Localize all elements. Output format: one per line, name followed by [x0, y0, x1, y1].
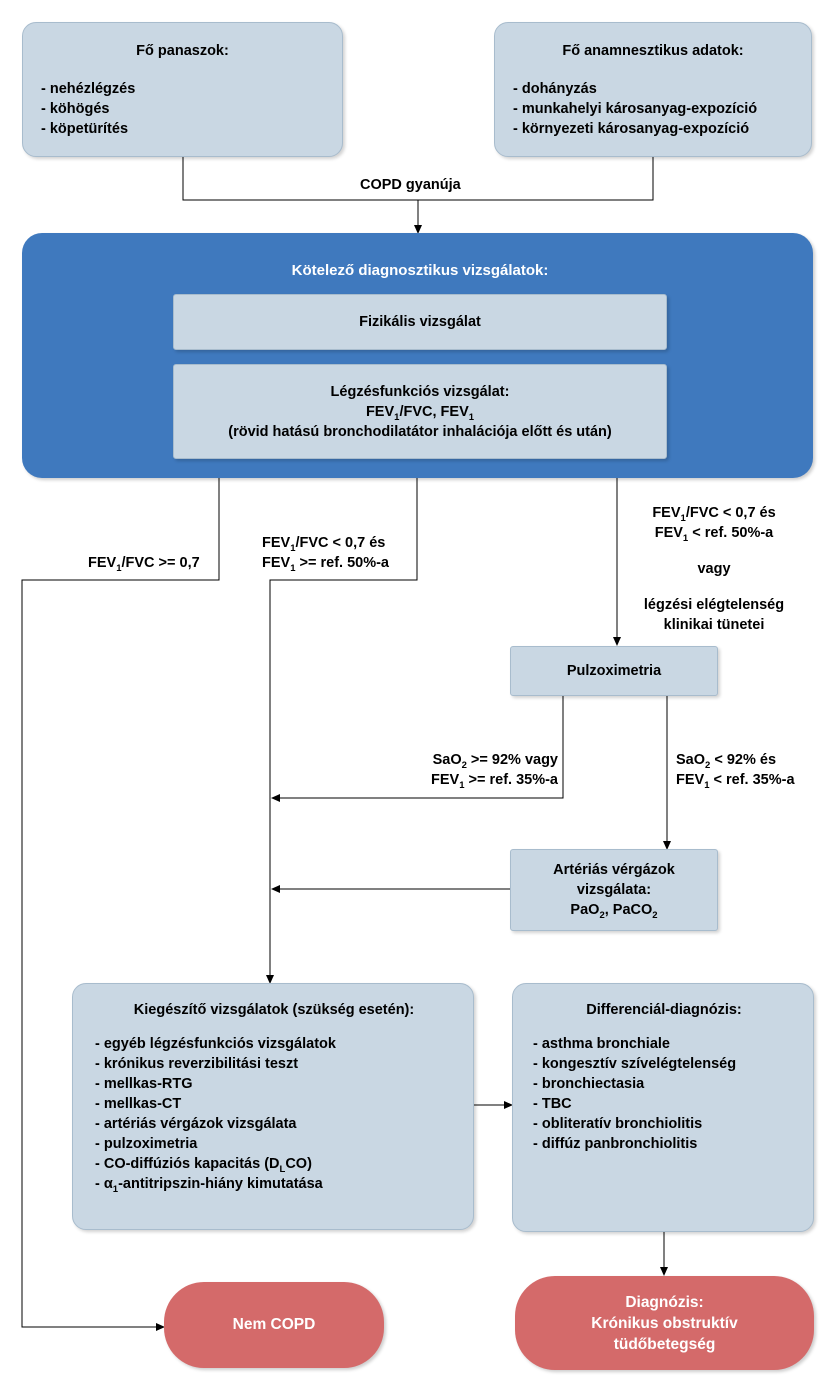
list-item: - köhögés [41, 101, 110, 117]
physical-exam-label: Fizikális vizsgálat [359, 314, 481, 330]
abg-line-2: vizsgálata: [576, 882, 652, 898]
branch-right-label: FEV1/FVC < 0,7 és FEV1 < ref. 50%-a vagy… [643, 505, 785, 633]
list-item: - TBC [533, 1096, 572, 1112]
connector-not-copd [21, 478, 220, 1331]
list-item: - pulzoximetria [95, 1136, 198, 1152]
differential-title: Differenciál-diagnózis: [586, 1002, 742, 1018]
connector-mid-branch [266, 478, 418, 984]
not-copd-terminal: Nem COPD [164, 1282, 384, 1368]
list-item: - artériás vérgázok vizsgálata [95, 1116, 297, 1132]
not-copd-label: Nem COPD [232, 1316, 316, 1333]
list-item: - mellkas-CT [95, 1096, 182, 1112]
list-item: - mellkas-RTG [95, 1076, 193, 1092]
branch-left-label: FEV1/FVC >= 0,7 [88, 555, 200, 574]
supplementary-tests-box: Kiegészítő vizsgálatok (szükség esetén):… [72, 983, 474, 1230]
list-item: - köpetürítés [41, 121, 129, 137]
list-item: - egyéb légzésfunkciós vizsgálatok [95, 1036, 336, 1052]
list-item: - obliteratív bronchiolitis [533, 1116, 703, 1132]
main-complaints-box: Fő panaszok: - nehézlégzés - köhögés - k… [22, 22, 343, 157]
list-item: - munkahelyi károsanyag-expozíció [513, 101, 758, 117]
supplementary-title: Kiegészítő vizsgálatok (szükség esetén): [133, 1002, 415, 1018]
branch-mid-label: FEV1/FVC < 0,7 és FEV1 >= ref. 50%-a [262, 535, 389, 574]
pulse-oximetry-box: Pulzoximetria [510, 646, 718, 696]
physical-exam-box: Fizikális vizsgálat [173, 294, 667, 350]
list-item: - környezeti károsanyag-expozíció [513, 121, 750, 137]
anamnesis-title: Fő anamnesztikus adatok: [562, 43, 744, 59]
list-item: - nehézlégzés [41, 81, 136, 97]
diagnosis-line-3: tüdőbetegség [613, 1335, 716, 1353]
abg-line-1: Artériás vérgázok [553, 862, 675, 878]
anamnesis-list: - dohányzás - munkahelyi károsanyag-expo… [513, 79, 793, 139]
ox-left-label: SaO2 >= 92% vagy FEV1 >= ref. 35%-a [431, 752, 558, 791]
diagnosis-line-1: Diagnózis: [625, 1293, 704, 1311]
list-item: - asthma bronchiale [533, 1036, 670, 1052]
copd-suspicion-label: COPD gyanúja [360, 177, 461, 193]
mandatory-tests-title: Kötelező diagnosztikus vizsgálatok: [291, 262, 549, 279]
arterial-blood-gas-box: Artériás vérgázok vizsgálata: PaO2, PaCO… [510, 849, 718, 931]
abg-values: PaO2, PaCO2 [570, 902, 658, 921]
list-item: - dohányzás [513, 81, 597, 97]
main-complaints-list: - nehézlégzés - köhögés - köpetürítés [41, 79, 324, 139]
list-item: - bronchiectasia [533, 1076, 645, 1092]
spirometry-title: Légzésfunkciós vizsgálat: [330, 383, 510, 400]
list-item: - kongesztív szívelégtelenség [533, 1056, 737, 1072]
pulse-oximetry-label: Pulzoximetria [566, 663, 662, 679]
spirometry-note: (rövid hatású bronchodilatátor inhaláció… [228, 423, 612, 440]
supplementary-list: - egyéb légzésfunkciós vizsgálatok - kró… [95, 1034, 453, 1194]
list-item: - krónikus reverzibilitási teszt [95, 1056, 299, 1072]
diagnosis-line-2: Krónikus obstruktív [591, 1314, 738, 1332]
connector-ox-left [271, 696, 564, 802]
ox-right-label: SaO2 < 92% és FEV1 < ref. 35%-a [676, 752, 795, 791]
differential-diagnosis-box: Differenciál-diagnózis: - asthma bronchi… [512, 983, 814, 1232]
anamnesis-box: Fő anamnesztikus adatok: - dohányzás - m… [494, 22, 812, 157]
differential-list: - asthma bronchiale - kongesztív szívelé… [533, 1034, 795, 1154]
list-item: - α1-antitripszin-hiány kimutatása [95, 1176, 323, 1195]
spirometry-box: Légzésfunkciós vizsgálat: FEV1/FVC, FEV1… [173, 364, 667, 459]
diagnosis-terminal: Diagnózis: Krónikus obstruktív tüdőbeteg… [515, 1276, 814, 1370]
list-item: - diffúz panbronchiolitis [533, 1136, 698, 1152]
list-item: - CO-diffúziós kapacitás (DLCO) [95, 1156, 312, 1175]
main-complaints-title: Fő panaszok: [136, 43, 229, 59]
spirometry-measures: FEV1/FVC, FEV1 [365, 403, 475, 423]
